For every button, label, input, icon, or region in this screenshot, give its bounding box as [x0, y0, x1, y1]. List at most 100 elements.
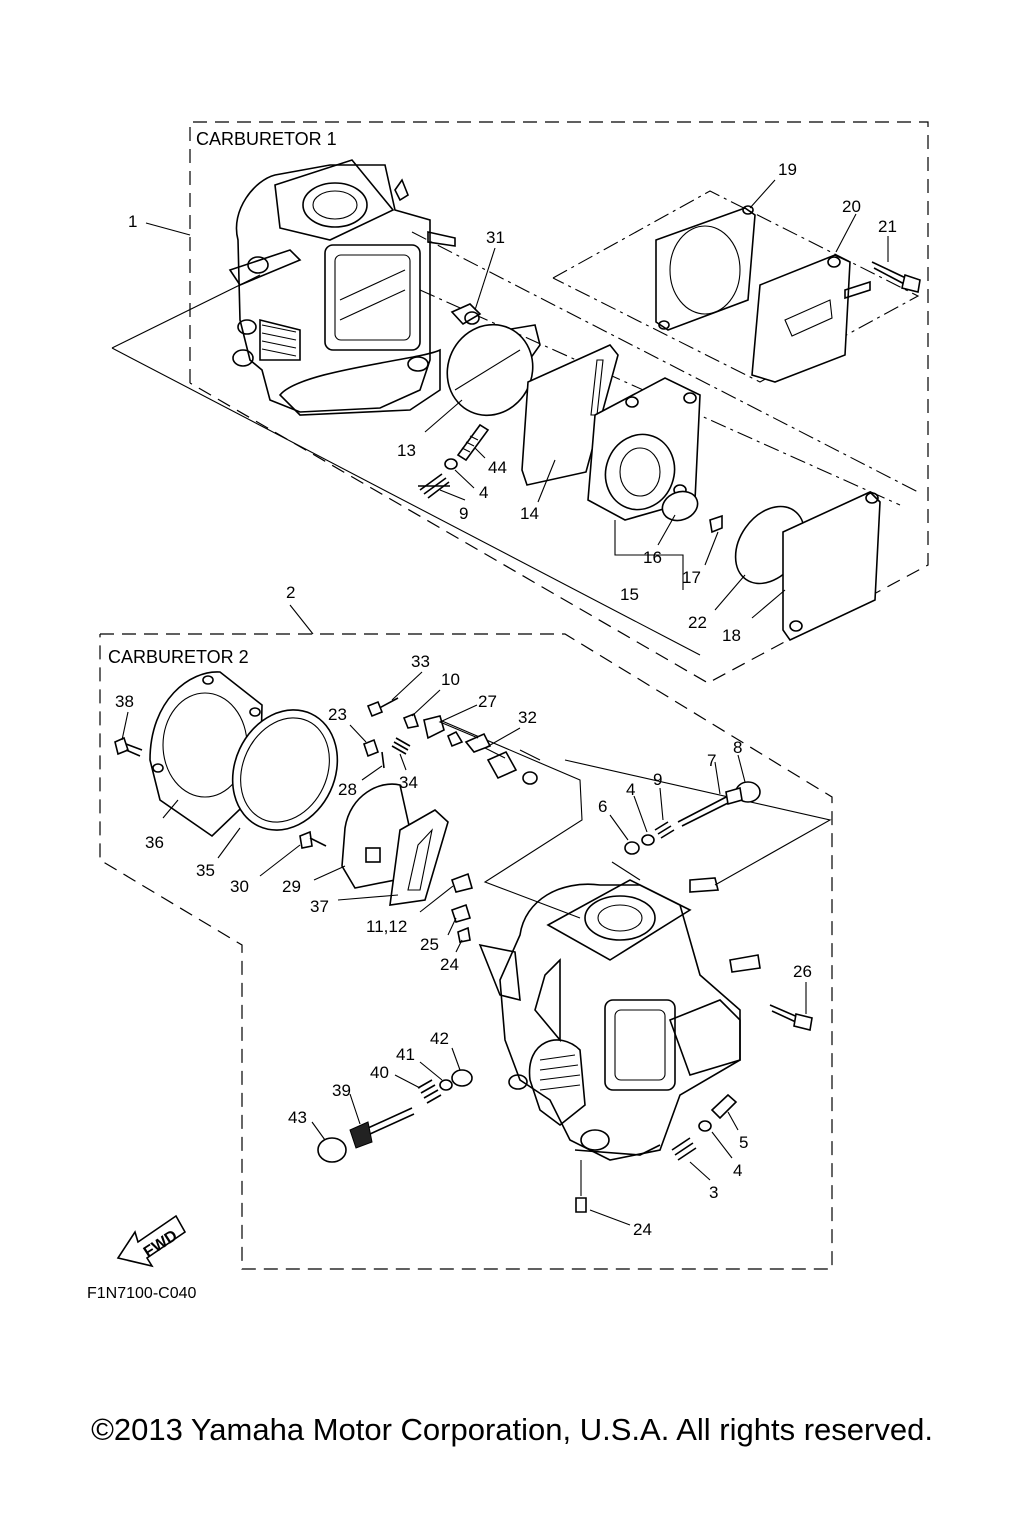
assembly-line: [564, 759, 832, 886]
callout-18: 18: [722, 626, 741, 645]
leader: [217, 827, 241, 859]
carburetor-2-group: CARBURETOR 2 2: [99, 583, 833, 1270]
part-17-screw: [709, 514, 723, 534]
callout-20: 20: [842, 197, 861, 216]
part-9-spring-b: [654, 821, 675, 839]
part-16-disc: [661, 490, 699, 522]
leader: [337, 894, 399, 901]
assembly-line: [411, 231, 919, 493]
leader: [737, 754, 746, 783]
part-3-spring: [671, 1137, 697, 1161]
assembly-line: [611, 861, 641, 881]
callout-36: 36: [145, 833, 164, 852]
callout-8: 8: [733, 738, 742, 757]
leader: [711, 1131, 733, 1159]
callout-25: 25: [420, 935, 439, 954]
leader: [614, 520, 684, 590]
callout-40: 40: [370, 1063, 389, 1082]
leader: [727, 1111, 739, 1131]
callout-23: 23: [328, 705, 347, 724]
part-7-screw: [677, 786, 743, 827]
callout-30: 30: [230, 877, 249, 896]
figure-code: F1N7100-C040: [87, 1285, 197, 1302]
part-29-cover: [341, 783, 411, 889]
callout-6: 6: [598, 797, 607, 816]
part-43-cap: [317, 1137, 347, 1163]
carburetor-1-body: [228, 159, 456, 416]
callout-17: 17: [682, 568, 701, 587]
leader: [751, 589, 786, 619]
callout-43: 43: [288, 1108, 307, 1127]
callout-29: 29: [282, 877, 301, 896]
assembly-line: [519, 749, 541, 761]
leader: [633, 795, 648, 833]
callout-22: 22: [688, 613, 707, 632]
part-19-gasket: [655, 205, 756, 331]
callout-16: 16: [643, 548, 662, 567]
leader: [589, 1209, 631, 1226]
assembly-line: [111, 274, 261, 349]
leader: [659, 787, 664, 821]
callout-35: 35: [196, 861, 215, 880]
callout-24-b: 24: [633, 1220, 652, 1239]
callout-19: 19: [778, 160, 797, 179]
callout-9: 9: [459, 504, 468, 523]
part-26-bolt: [769, 1004, 813, 1031]
part-30-screw: [299, 830, 327, 849]
leader: [419, 1061, 443, 1081]
leader: [349, 724, 367, 743]
callout-1: 1: [128, 212, 137, 231]
carburetor-2-body: [478, 877, 761, 1161]
leader: [609, 814, 629, 841]
part-4-washer-b: [641, 834, 655, 846]
leader: [714, 574, 746, 611]
leader: [474, 447, 486, 459]
callout-2: 2: [286, 583, 295, 602]
callout-38: 38: [115, 692, 134, 711]
leader: [162, 799, 179, 819]
callout-15: 15: [620, 585, 639, 604]
leader: [749, 179, 776, 209]
assembly-line: [434, 717, 583, 919]
callout-44: 44: [488, 458, 507, 477]
leader: [835, 213, 857, 253]
carburetor-2-title: CARBURETOR 2: [108, 647, 249, 667]
part-40-spring: [417, 1079, 442, 1104]
part-13-gasket: [446, 323, 541, 417]
part-9-spring: [418, 473, 450, 499]
part-39-needle: [349, 1107, 415, 1149]
leader: [424, 399, 463, 433]
callout-26: 26: [793, 962, 812, 981]
leader: [289, 604, 314, 635]
leader: [537, 459, 556, 503]
leader: [704, 531, 719, 566]
leader: [361, 765, 383, 781]
part-23-screw: [363, 738, 379, 758]
part-44-jet: [456, 423, 490, 462]
leader: [447, 917, 457, 936]
callout-14: 14: [520, 504, 539, 523]
leader: [474, 247, 496, 311]
part-24-plug-b: [575, 1197, 587, 1213]
leader: [121, 711, 129, 741]
part-10-screw: [402, 712, 420, 729]
callout-5: 5: [739, 1133, 748, 1152]
part-25-jet: [450, 903, 472, 923]
copyright-notice: ©2013 Yamaha Motor Corporation, U.S.A. A…: [91, 1412, 933, 1447]
leader: [313, 865, 346, 881]
carburetor-2-border: [99, 633, 833, 1270]
leader: [311, 1121, 326, 1141]
carburetor-1-group: CARBURETOR 1: [111, 121, 929, 684]
callout-41: 41: [396, 1045, 415, 1064]
callout-11-12: 11,12: [366, 917, 407, 936]
carburetor-1-title: CARBURETOR 1: [196, 129, 337, 149]
part-37-gasket: [389, 809, 449, 906]
leader: [483, 727, 521, 759]
callout-9-b: 9: [653, 770, 662, 789]
callout-31: 31: [486, 228, 505, 247]
callout-7: 7: [707, 751, 716, 770]
part-24-plug: [457, 926, 471, 943]
leader: [391, 671, 423, 701]
assembly-line-upper: [552, 190, 920, 383]
